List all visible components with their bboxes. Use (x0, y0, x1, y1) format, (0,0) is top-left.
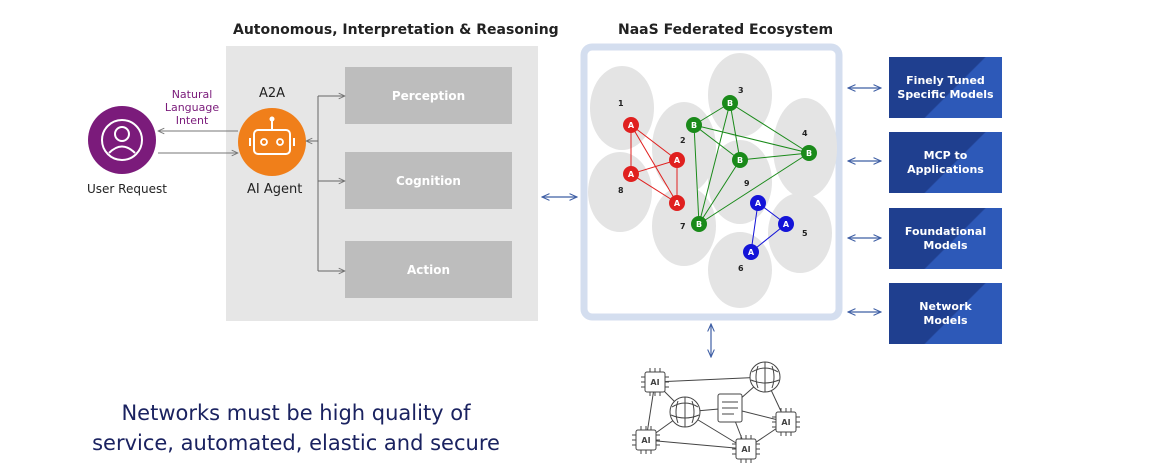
domain-number-1: 1 (618, 99, 624, 108)
model-box-foundational: Foundational Models (889, 208, 1002, 269)
svg-text:A: A (748, 248, 755, 257)
perception-box: Perception (345, 67, 512, 124)
node-green-3: B (732, 152, 748, 168)
green-links (693, 102, 810, 225)
model-box-finely-tuned: Finely Tuned Specific Models (889, 57, 1002, 118)
node-blue-1: A (750, 195, 766, 211)
domain-number-6: 6 (738, 264, 744, 273)
agent-chip-label-3: AI (781, 418, 790, 427)
node-red-3: A (623, 166, 639, 182)
intent-label: Natural Language Intent (164, 88, 220, 127)
domain-number-5: 5 (802, 229, 808, 238)
svg-text:B: B (806, 149, 812, 158)
node-blue-2: A (778, 216, 794, 232)
user-request-label: User Request (87, 182, 167, 196)
svg-text:A: A (674, 199, 681, 208)
node-red-2: A (669, 152, 685, 168)
svg-text:A: A (628, 121, 635, 130)
tagline: Networks must be high quality of service… (92, 401, 500, 455)
agent-chip-label-1: AI (650, 378, 659, 387)
action-box: Action (345, 241, 512, 298)
node-red-4: A (669, 195, 685, 211)
node-green-2: B (722, 95, 738, 111)
svg-text:A: A (628, 170, 635, 179)
node-red-1: A (623, 117, 639, 133)
svg-text:B: B (691, 121, 697, 130)
cognition-box: Cognition (345, 152, 512, 209)
a2a-label: A2A (259, 86, 286, 101)
model-box-mcp: MCP to Applications (889, 132, 1002, 193)
robot-icon (238, 108, 306, 176)
domain-number-3: 3 (738, 86, 744, 95)
domain-number-4: 4 (802, 129, 808, 138)
agent-chip-label-2: AI (641, 436, 650, 445)
model-box-network: Network Models (889, 283, 1002, 344)
node-green-1: B (686, 117, 702, 133)
agent-connector (306, 96, 345, 271)
svg-text:B: B (727, 99, 733, 108)
node-blue-3: A (743, 244, 759, 260)
svg-text:A: A (755, 199, 762, 208)
ai-agent-label: AI Agent (247, 182, 303, 197)
domain-number-7: 7 (680, 222, 686, 231)
svg-text:A: A (783, 220, 790, 229)
agents-network-icon (632, 361, 800, 463)
domain-number-8: 8 (618, 186, 624, 195)
node-green-4: B (801, 145, 817, 161)
agent-chip-label-4: AI (741, 445, 750, 454)
ecosystem-title: NaaS Federated Ecosystem (618, 22, 834, 38)
user-icon (88, 106, 156, 174)
domain-number-2: 2 (680, 136, 686, 145)
domain-number-9: 9 (744, 179, 750, 188)
node-green-5: B (691, 216, 707, 232)
svg-text:B: B (737, 156, 743, 165)
svg-text:A: A (674, 156, 681, 165)
svg-text:B: B (696, 220, 702, 229)
left-panel-title: Autonomous, Interpretation & Reasoning (233, 22, 559, 38)
